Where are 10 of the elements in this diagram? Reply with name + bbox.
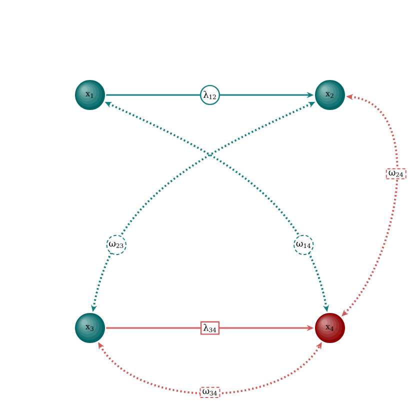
sphere-node: x$_{2}$ [315, 80, 345, 110]
sphere-node: x$_{1}$ [75, 80, 105, 110]
sphere-node: x$_{4}$ [315, 313, 345, 343]
sphere-node: x$_{3}$ [75, 313, 105, 343]
edge-label: ω$_{23}$ [106, 234, 126, 256]
edge-label: ω$_{14}$ [294, 234, 314, 256]
edge-label: ω$_{24}$ [386, 168, 406, 180]
edge-label: λ$_{34}$ [200, 321, 220, 335]
edge-label: λ$_{12}$ [200, 84, 220, 106]
edge-label: ω$_{34}$ [200, 386, 220, 398]
